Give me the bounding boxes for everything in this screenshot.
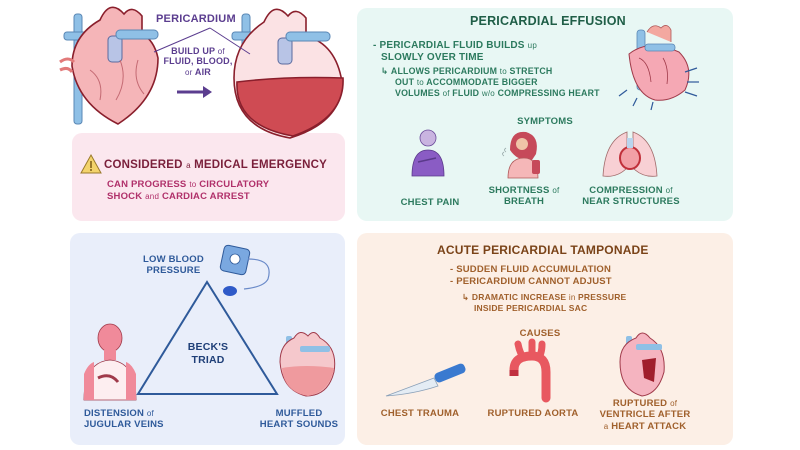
emergency-title: CONSIDERED a MEDICAL EMERGENCY <box>104 159 328 171</box>
ruptured-heart-icon <box>619 332 665 397</box>
normal-heart-icon <box>59 6 159 125</box>
buildup-text: BUILD UP of FLUID, BLOOD, or AIR <box>163 46 233 77</box>
person-short-breath-icon <box>502 131 540 179</box>
blood-pressure-cuff-icon <box>219 244 270 296</box>
effusion-bullet: - PERICARDIAL FLUID BUILDS up SLOWLY OVE… <box>373 40 537 63</box>
cause-ruptured-aorta-label: RUPTURED AORTA <box>487 408 579 419</box>
symptoms-heading: SYMPTOMS <box>517 116 573 127</box>
beck-triad-title: BECK'S TRIAD <box>187 341 229 366</box>
right-arrow-icon <box>177 86 212 98</box>
tamponade-bullets: - SUDDEN FLUID ACCUMULATION - PERICARDIU… <box>450 264 612 288</box>
pericardium-leader-lines <box>153 27 251 55</box>
symptom-compression-label: COMPRESSION of NEAR STRUCTURES <box>582 185 680 207</box>
expanding-heart-icon <box>618 25 699 111</box>
warning-triangle-icon <box>80 153 102 174</box>
cause-chest-trauma-label: CHEST TRAUMA <box>380 408 460 419</box>
symptom-shortness-of-breath-label: SHORTNESS of BREATH <box>488 185 560 207</box>
fluid-filled-heart-icon <box>231 8 344 139</box>
effusion-panel <box>357 8 733 221</box>
pericardium-label: PERICARDIUM <box>156 13 236 25</box>
low-blood-pressure-label: LOW BLOOD PRESSURE <box>143 254 204 277</box>
emergency-panel <box>72 133 345 221</box>
heart-muffled-icon <box>279 332 336 397</box>
knife-icon <box>385 363 466 397</box>
person-jugular-icon <box>83 323 137 401</box>
tamponade-panel <box>357 233 733 445</box>
effusion-title: PERICARDIAL EFFUSION <box>470 14 626 28</box>
tamponade-title: ACUTE PERICARDIAL TAMPONADE <box>437 243 649 257</box>
muffled-heart-sounds-label: MUFFLED HEART SOUNDS <box>259 408 339 431</box>
person-chest-pain-icon <box>411 129 445 177</box>
aorta-icon <box>509 338 551 403</box>
symptom-chest-pain-label: CHEST PAIN <box>400 197 460 208</box>
beck-triangle <box>136 280 279 395</box>
tamponade-subpoint: ↳ DRAMATIC INCREASE in PRESSURE INSIDE P… <box>462 292 627 313</box>
emergency-description: CAN PROGRESS to CIRCULATORY SHOCK and CA… <box>107 179 270 202</box>
effusion-subpoint: ↳ ALLOWS PERICARDIUM to STRETCH OUT to A… <box>381 66 600 98</box>
lungs-heart-icon <box>602 131 658 177</box>
cause-ruptured-ventricle-label: RUPTURED of VENTRICLE AFTER a HEART ATTA… <box>599 398 691 432</box>
causes-heading: CAUSES <box>519 328 561 339</box>
jugular-distension-label: DISTENSION of JUGULAR VEINS <box>84 408 164 431</box>
